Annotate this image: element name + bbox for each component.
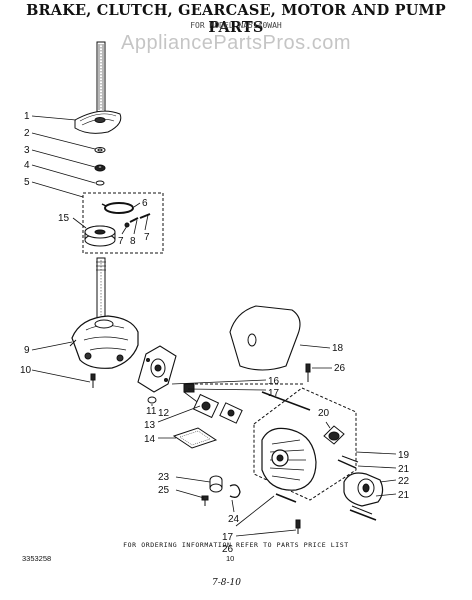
callout-1: 1: [24, 111, 30, 122]
callout-20: 20: [318, 408, 330, 419]
part-1-drive-block: [74, 110, 122, 134]
callout-12: 12: [158, 408, 170, 419]
part-3-ring: [94, 164, 106, 172]
callout-3: 3: [24, 145, 30, 156]
callout-26a: 26: [334, 363, 346, 374]
callout-21a: 21: [398, 464, 410, 475]
watermark: AppliancePartsPros.com: [121, 32, 351, 54]
part-23-cap: [209, 475, 223, 493]
drive-shaft-lower: [96, 257, 106, 321]
callout-8: 8: [130, 236, 136, 247]
callout-14: 14: [144, 434, 156, 445]
part-25-screw: [201, 495, 209, 506]
handwritten-note: 7-8-10: [212, 578, 241, 588]
callout-6: 6: [142, 198, 148, 209]
part-5-brake-assembly-box: [82, 192, 164, 254]
callout-23: 23: [158, 472, 170, 483]
part-2-washer: [94, 147, 106, 153]
page-title: BRAKE, CLUTCH, GEARCASE, MOTOR AND PUMP …: [26, 2, 446, 36]
callout-10: 10: [20, 365, 32, 376]
part-16-17-plate: [137, 345, 304, 393]
drive-shaft-upper: [96, 41, 106, 113]
callout-5: 5: [24, 177, 30, 188]
part-21-clip-lower: [349, 505, 377, 521]
callout-labels: 1 2 3 4 5 6 7 7 8 15 9 10 11 12 13 14 16…: [20, 111, 410, 555]
callout-9: 9: [24, 345, 30, 356]
callout-13: 13: [144, 420, 156, 431]
page-number: 10: [226, 554, 235, 563]
callout-17a: 17: [268, 388, 280, 399]
part-20-cap: [323, 425, 345, 445]
model-subtitle: FOR MODEL NA5140WAH: [190, 21, 282, 30]
part-17-wire: [261, 391, 311, 411]
part-22-pump: [343, 472, 384, 507]
callout-4: 4: [24, 160, 30, 171]
callout-18: 18: [332, 343, 344, 354]
callout-25: 25: [158, 485, 170, 496]
callout-16: 16: [268, 376, 280, 387]
part-9-gearcase: [69, 315, 139, 369]
callout-15: 15: [58, 213, 70, 224]
callout-7b: 7: [144, 232, 150, 243]
part-12-13-couplings: [183, 383, 243, 424]
part-11-coupler: [147, 396, 157, 404]
part-14-pad: [172, 427, 218, 449]
part-26-screw-upper: [305, 363, 311, 382]
part-21-clip-upper: [337, 455, 359, 469]
part-18-cover: [229, 305, 301, 371]
callout-19: 19: [398, 450, 410, 461]
part-17-wire-lower: [275, 493, 297, 503]
callout-24: 24: [228, 514, 240, 525]
callout-21b: 21: [398, 490, 410, 501]
callout-17b: 17: [222, 532, 234, 543]
callout-2: 2: [24, 128, 30, 139]
part-4-ring: [95, 180, 105, 186]
part-19-motor: [253, 387, 357, 501]
part-26-screw-lower: [295, 519, 301, 534]
callout-11: 11: [146, 406, 157, 417]
part-10-plug: [90, 373, 96, 388]
ordering-note: FOR ORDERING INFORMATION REFER TO PARTS …: [123, 541, 349, 549]
callout-22: 22: [398, 476, 410, 487]
document-number: 3353258: [22, 554, 52, 563]
part-24-clamp: [229, 484, 241, 498]
callout-26b: 26: [222, 544, 234, 555]
leader-lines: [31, 115, 397, 537]
callout-7a: 7: [118, 236, 124, 247]
